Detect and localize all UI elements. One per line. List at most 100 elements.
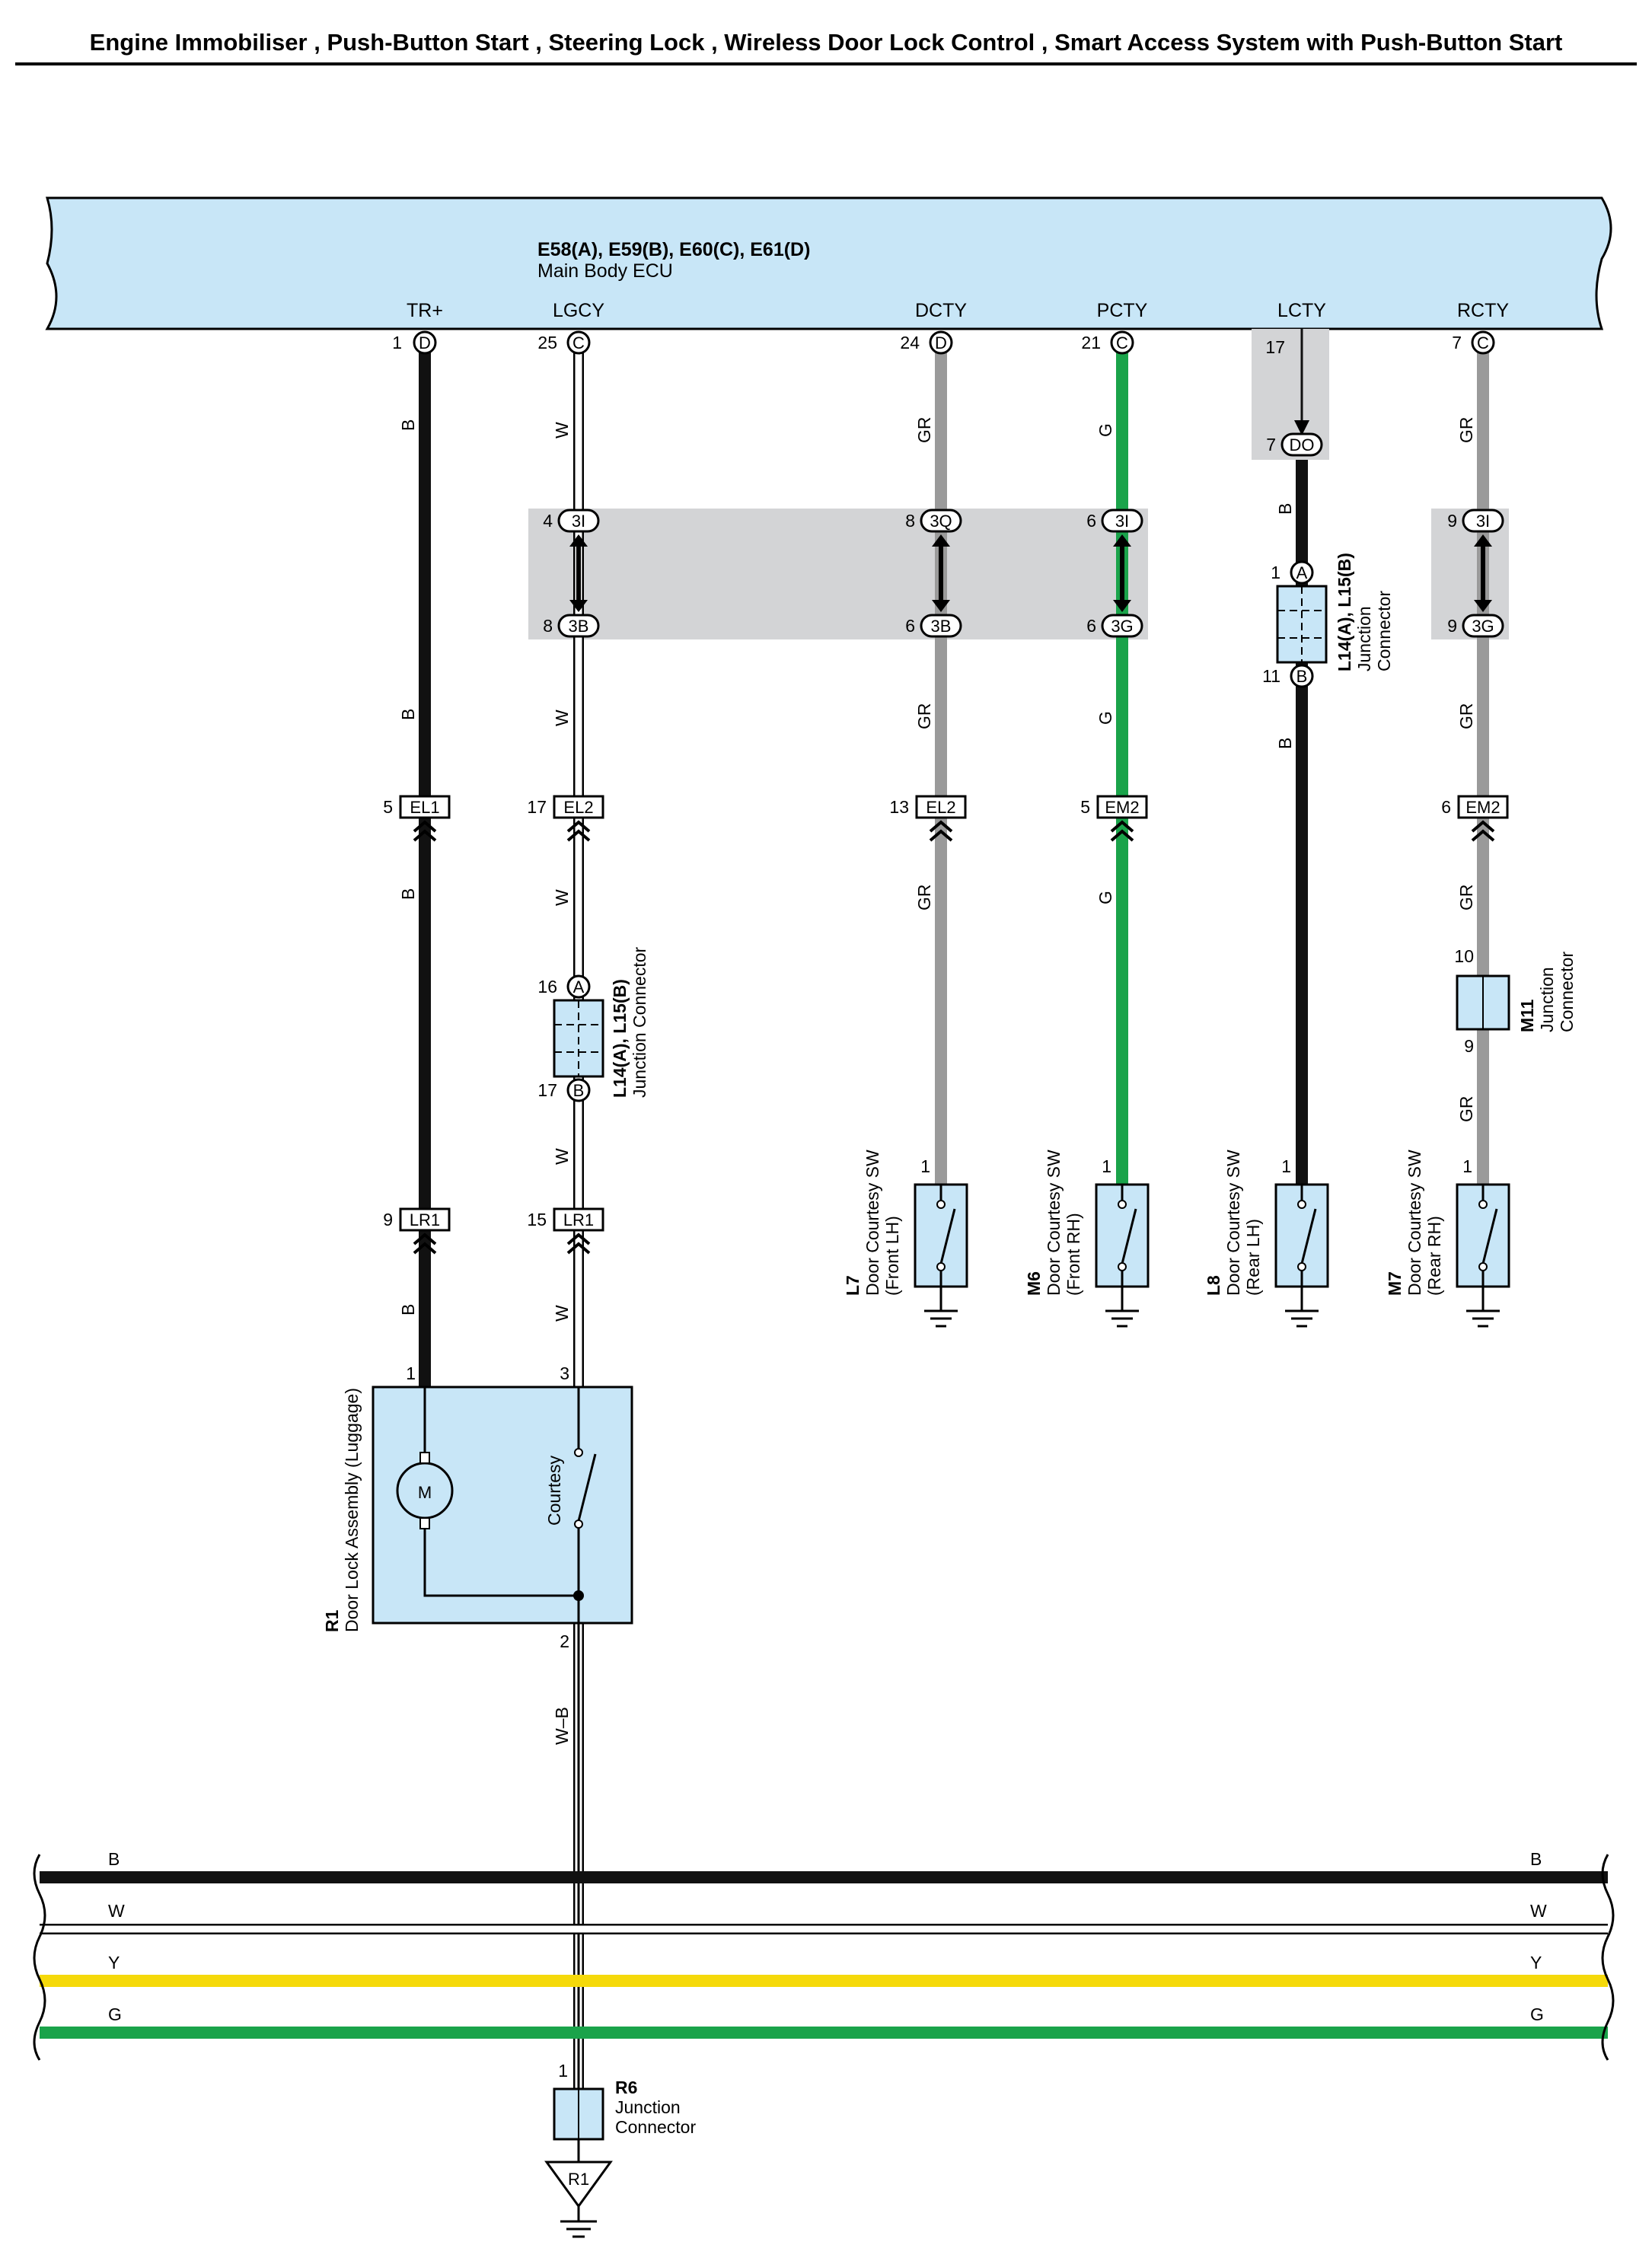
bus-label-b-right: B [1530, 1849, 1542, 1869]
svg-text:1: 1 [920, 1156, 930, 1176]
svg-text:3I: 3I [572, 512, 585, 531]
terminal-pin: 25 [537, 333, 557, 352]
oval-connector-rcty-3g: 3G 9 [1447, 614, 1504, 638]
switch-name: Door Courtesy SW [1044, 1150, 1064, 1296]
courtesy-switch-icon [577, 1453, 597, 1522]
switch-code: L8 [1204, 1275, 1223, 1296]
wire-label-pcty-2: G [1095, 711, 1115, 725]
svg-text:6: 6 [1086, 511, 1096, 531]
lcty-arrow [1294, 420, 1309, 435]
svg-text:13: 13 [889, 797, 909, 817]
ecu-terminal-lgcy: C 25 [537, 330, 591, 355]
svg-text:1: 1 [1281, 1156, 1291, 1176]
rect-connector-lgcy-lr1: LR1 15 [527, 1207, 604, 1255]
svg-text:1: 1 [1462, 1156, 1472, 1176]
terminal-letter: D [935, 333, 947, 352]
svg-text:3Q: 3Q [930, 512, 952, 531]
wire-label-lgcy-3: W [552, 889, 572, 906]
door-lock-assembly: 1 3 2 M Courtesy R1 Door Lock Assembly (… [322, 1363, 633, 1651]
svg-text:1: 1 [1102, 1156, 1111, 1176]
courtesy-label: Courtesy [544, 1455, 564, 1526]
svg-text:8: 8 [543, 616, 553, 636]
wire-label-lcty-1: B [1275, 503, 1295, 515]
svg-text:9: 9 [383, 1210, 393, 1229]
svg-text:EL1: EL1 [410, 798, 439, 817]
svg-text:3G: 3G [1111, 617, 1133, 636]
wire-label-lcty-2: B [1275, 738, 1295, 749]
double-arrow-icon-rcty [1474, 534, 1492, 612]
chevron-up-icon [413, 820, 437, 833]
junction-code: L14(A), L15(B) [1335, 553, 1354, 671]
svg-text:17: 17 [537, 1080, 557, 1100]
wire-label-rcty-2: GR [1456, 703, 1476, 730]
junction-connector-r6: 1 R6 Junction Connector R1 [544, 2061, 696, 2238]
wire-label-pcty-3: G [1095, 891, 1115, 904]
svg-text:6: 6 [1441, 797, 1451, 817]
switch-contact-icon [1481, 1208, 1498, 1264]
junction-name-1: Junction [1537, 967, 1557, 1032]
wire-label-lgcy-2: W [552, 710, 572, 726]
svg-text:B: B [1296, 667, 1308, 686]
junction-name-2: Connector [1374, 591, 1394, 671]
wire-label-lgcy-1: W [552, 422, 572, 438]
junction-name-1: Junction [1354, 606, 1374, 671]
chevron-up-icon [566, 820, 591, 833]
chevron-up-icon [413, 1242, 437, 1255]
svg-text:2: 2 [560, 1631, 569, 1651]
terminal-letter: C [1477, 333, 1489, 352]
ground-point-icon [544, 2161, 613, 2208]
bus-label-g-left: G [108, 2004, 122, 2024]
junction-connector-m11: 10 9 M11 Junction Connector [1454, 946, 1577, 1056]
chevron-up-icon [1471, 820, 1495, 833]
rect-connector-dcty-el2: EL2 13 [889, 795, 967, 842]
svg-text:1: 1 [406, 1363, 416, 1383]
switch-name: Door Courtesy SW [1223, 1150, 1243, 1296]
svg-text:EM2: EM2 [1105, 798, 1139, 817]
double-arrow-icons [569, 534, 1492, 612]
chevron-up-icon [929, 820, 953, 833]
oval-connector-rcty-3i: 3I 9 [1447, 509, 1504, 533]
door-lock-name: Door Lock Assembly (Luggage) [342, 1388, 362, 1632]
svg-text:7: 7 [1266, 435, 1276, 454]
switch-name: Door Courtesy SW [863, 1150, 882, 1296]
junction-name-2: Connector [1557, 952, 1577, 1032]
svg-text:5: 5 [383, 797, 393, 817]
wire-label-tr-1: B [398, 419, 418, 431]
rect-connector-tr-lr1: LR1 9 [383, 1207, 451, 1255]
svg-text:M: M [418, 1483, 432, 1502]
svg-text:3I: 3I [1476, 512, 1490, 531]
svg-text:DO: DO [1290, 435, 1315, 454]
wire-label-rcty-4: GR [1456, 1096, 1476, 1123]
svg-text:1: 1 [1271, 563, 1280, 582]
switch-name: Door Courtesy SW [1405, 1150, 1424, 1296]
svg-text:LR1: LR1 [563, 1210, 594, 1229]
svg-text:9: 9 [1447, 511, 1457, 531]
bus-label-w-left: W [108, 1901, 125, 1921]
oval-connector-lgcy-3b: 3B 8 [543, 614, 600, 638]
wire-label-rcty-3: GR [1456, 885, 1476, 911]
bus-label-y-left: Y [108, 1953, 120, 1972]
shaded-connector-block-main [528, 509, 1148, 639]
junction-name: Junction Connector [630, 946, 649, 1098]
chevron-up-icon [413, 829, 437, 842]
signal-dcty: DCTY [915, 300, 967, 321]
main-body-ecu [45, 196, 1612, 330]
rect-connector-el1: EL1 5 [383, 795, 451, 842]
signal-tr: TR+ [407, 300, 443, 321]
svg-text:R1: R1 [568, 2170, 589, 2189]
switch-code: M7 [1385, 1271, 1405, 1296]
chevron-up-icon [566, 829, 591, 842]
wire-label-dcty-2: GR [914, 703, 934, 730]
ecu-terminal-dcty: D 24 [900, 330, 953, 355]
svg-text:A: A [1296, 563, 1308, 582]
svg-text:5: 5 [1080, 797, 1090, 817]
switch-position: (Front LH) [882, 1216, 902, 1296]
svg-text:1: 1 [558, 2061, 568, 2081]
svg-text:EL2: EL2 [926, 798, 955, 817]
switch-position: (Rear LH) [1243, 1219, 1263, 1296]
chevron-up-icon [566, 1233, 591, 1245]
rect-connector-lgcy-el2: EL2 17 [527, 795, 604, 842]
switch-code: M6 [1024, 1271, 1044, 1296]
